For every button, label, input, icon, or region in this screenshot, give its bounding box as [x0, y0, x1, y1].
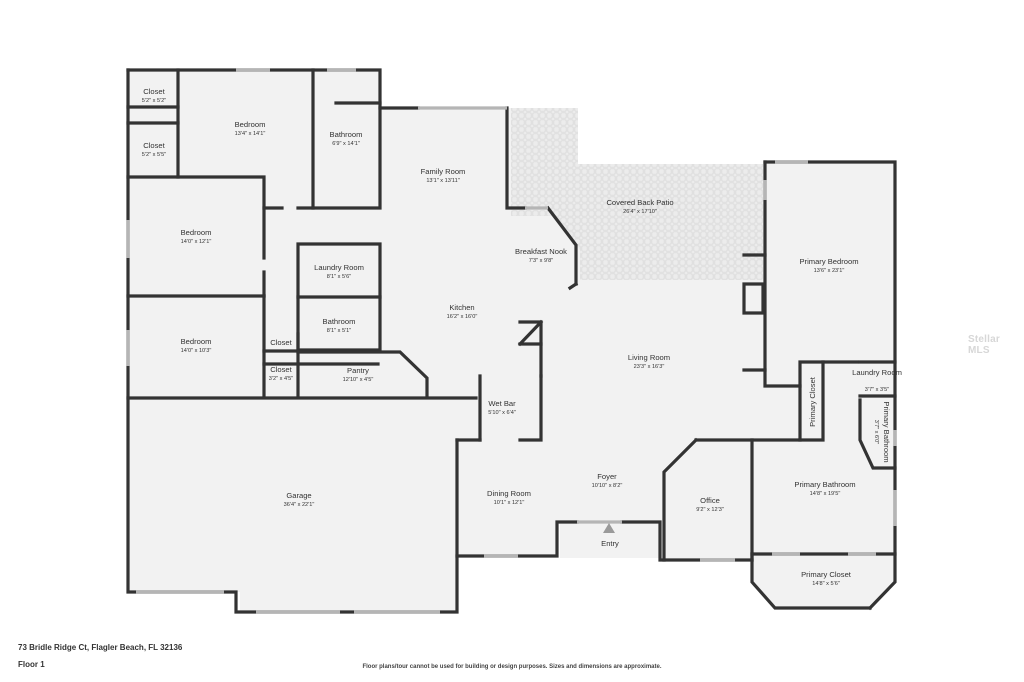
svg-text:Primary Bathroom: Primary Bathroom: [794, 480, 855, 489]
svg-text:14'8" x 5'6": 14'8" x 5'6": [812, 581, 840, 587]
svg-text:Bedroom: Bedroom: [235, 120, 266, 129]
svg-text:13'6" x 23'1": 13'6" x 23'1": [814, 268, 845, 274]
room-label: Closet 5'2" x 5'2": [142, 87, 166, 104]
room-label: Family Room 13'1" x 13'11": [421, 167, 466, 184]
svg-text:Foyer: Foyer: [597, 472, 617, 481]
room-label: Closet 5'2" x 5'5": [142, 141, 166, 158]
svg-text:14'0" x 10'3": 14'0" x 10'3": [181, 348, 212, 354]
svg-text:Breakfast Nook: Breakfast Nook: [515, 247, 567, 256]
svg-text:Closet: Closet: [143, 141, 165, 150]
room-label: Wet Bar 5'10" x 6'4": [488, 399, 516, 416]
svg-text:13'4" x 14'1": 13'4" x 14'1": [235, 131, 266, 137]
svg-text:14'0" x 12'1": 14'0" x 12'1": [181, 239, 212, 245]
svg-text:Bathroom: Bathroom: [323, 317, 356, 326]
svg-text:Laundry Room: Laundry Room: [852, 368, 902, 377]
svg-text:Pantry: Pantry: [347, 366, 369, 375]
svg-text:3'7" x 3'5": 3'7" x 3'5": [865, 387, 889, 393]
svg-text:Office: Office: [700, 496, 720, 505]
svg-text:7'3" x 9'8": 7'3" x 9'8": [529, 258, 553, 264]
svg-text:6'9" x 14'1": 6'9" x 14'1": [332, 141, 360, 147]
room-label: Kitchen 16'2" x 16'0": [447, 303, 478, 320]
svg-text:Covered Back Patio: Covered Back Patio: [606, 198, 673, 207]
svg-text:Primary Bathroom: Primary Bathroom: [882, 401, 891, 462]
svg-text:Primary Closet: Primary Closet: [801, 570, 852, 579]
room-label: Covered Back Patio 26'4" x 17'10": [606, 198, 673, 215]
svg-text:Wet Bar: Wet Bar: [488, 399, 516, 408]
svg-text:5'2" x 5'2": 5'2" x 5'2": [142, 98, 166, 104]
svg-text:Dining Room: Dining Room: [487, 489, 531, 498]
room-label: Closet: [270, 338, 292, 347]
svg-text:5'10" x 6'4": 5'10" x 6'4": [488, 410, 516, 416]
svg-text:8'1" x 5'1": 8'1" x 5'1": [327, 328, 351, 334]
svg-text:13'1" x 13'11": 13'1" x 13'11": [426, 178, 459, 184]
svg-text:Closet: Closet: [270, 365, 292, 374]
room-label: Office 9'2" x 12'3": [696, 496, 724, 513]
room-label: Dining Room 10'1" x 12'1": [487, 489, 531, 506]
svg-text:Primary Bedroom: Primary Bedroom: [799, 257, 858, 266]
svg-text:3'2" x 4'5": 3'2" x 4'5": [269, 376, 293, 382]
svg-text:36'4" x 22'1": 36'4" x 22'1": [284, 502, 315, 508]
room-label: Bathroom 8'1" x 5'1": [323, 317, 356, 334]
svg-text:Family Room: Family Room: [421, 167, 466, 176]
svg-text:Bedroom: Bedroom: [181, 228, 212, 237]
svg-text:26'4" x 17'10": 26'4" x 17'10": [623, 209, 657, 215]
room-label: Primary Bedroom 13'6" x 23'1": [799, 257, 858, 274]
svg-text:Laundry Room: Laundry Room: [314, 263, 364, 272]
room-label: Foyer 10'10" x 8'2": [592, 472, 623, 489]
floor-label: Floor 1: [18, 660, 45, 669]
room-label: Breakfast Nook 7'3" x 9'8": [515, 247, 567, 264]
patio-tiles: [511, 108, 763, 280]
svg-text:3'7" x 6'0": 3'7" x 6'0": [873, 420, 879, 444]
room-label: Pantry 12'10" x 4'5": [343, 366, 374, 383]
entry-arrow-icon: [603, 523, 615, 533]
property-address: 73 Bridle Ridge Ct, Flagler Beach, FL 32…: [18, 643, 183, 652]
windows: [126, 68, 897, 614]
room-label: Garage 36'4" x 22'1": [284, 491, 315, 508]
svg-text:Closet: Closet: [143, 87, 165, 96]
svg-text:16'2" x 16'0": 16'2" x 16'0": [447, 314, 478, 320]
room-label: Bathroom 6'9" x 14'1": [330, 130, 363, 147]
svg-text:Closet: Closet: [270, 338, 292, 347]
room-label: Closet 3'2" x 4'5": [269, 365, 293, 382]
room-label: Bedroom 14'0" x 12'1": [181, 228, 212, 245]
disclaimer: Floor plans/tour cannot be used for buil…: [362, 664, 662, 670]
room-label: Living Room 23'3" x 16'3": [628, 353, 670, 370]
room-label: Laundry Room 3'7" x 3'5": [852, 368, 902, 393]
svg-text:Primary Closet: Primary Closet: [808, 376, 817, 427]
svg-text:Living Room: Living Room: [628, 353, 670, 362]
room-label: Laundry Room 8'1" x 5'6": [314, 263, 364, 280]
watermark: Stellar MLS: [968, 334, 1000, 356]
room-labels: Closet 5'2" x 5'2" Closet 5'2" x 5'5" Be…: [142, 87, 902, 587]
svg-text:Kitchen: Kitchen: [449, 303, 474, 312]
svg-text:23'3" x 16'3": 23'3" x 16'3": [634, 364, 665, 370]
svg-text:10'1" x 12'1": 10'1" x 12'1": [494, 500, 525, 506]
svg-text:Bathroom: Bathroom: [330, 130, 363, 139]
svg-text:5'2" x 5'5": 5'2" x 5'5": [142, 152, 166, 158]
room-label: Primary Closet: [808, 376, 817, 427]
room-label: Primary Bathroom 14'8" x 19'5": [794, 480, 855, 497]
svg-text:10'10" x 8'2": 10'10" x 8'2": [592, 483, 623, 489]
room-label: Bedroom 14'0" x 10'3": [181, 337, 212, 354]
svg-text:Garage: Garage: [286, 491, 311, 500]
svg-text:12'10" x 4'5": 12'10" x 4'5": [343, 377, 374, 383]
room-label: Bedroom 13'4" x 14'1": [235, 120, 266, 137]
svg-text:8'1" x 5'6": 8'1" x 5'6": [327, 274, 351, 280]
svg-text:Bedroom: Bedroom: [181, 337, 212, 346]
room-label: Primary Closet 14'8" x 5'6": [801, 570, 852, 587]
room-label: Primary Bathroom 3'7" x 6'0": [873, 401, 891, 462]
entry-label: Entry: [601, 539, 619, 548]
svg-text:9'2" x 12'3": 9'2" x 12'3": [696, 507, 724, 513]
svg-text:14'8" x 19'5": 14'8" x 19'5": [810, 491, 841, 497]
